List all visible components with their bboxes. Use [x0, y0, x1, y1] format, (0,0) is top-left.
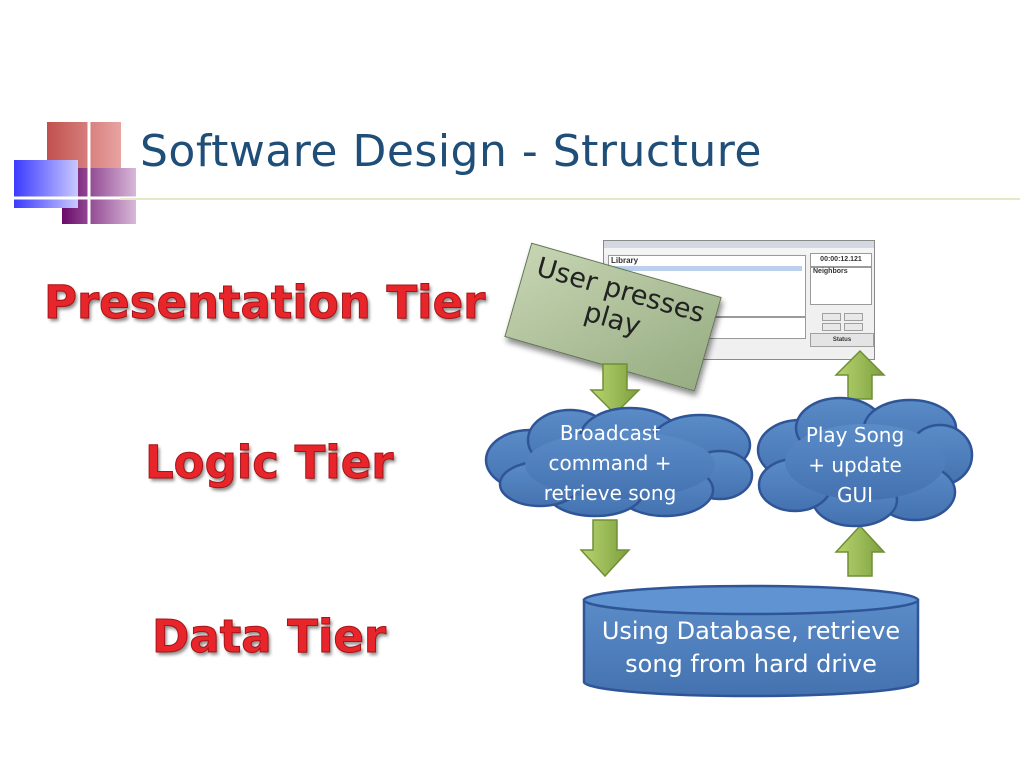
broadcast-line-2: command + [548, 451, 672, 475]
screenshot-neighbors-pane: Neighbors [810, 267, 872, 305]
screenshot-button [822, 323, 841, 331]
down-arrow-to-logic [589, 363, 641, 416]
database-text: Using Database, retrieve song from hard … [586, 615, 916, 681]
screenshot-status-box: Status [810, 333, 874, 347]
screenshot-button [822, 313, 841, 321]
down-arrow-to-data [579, 519, 631, 578]
database-line-2: song from hard drive [625, 650, 877, 678]
title-divider [120, 198, 1020, 200]
data-tier-label: Data Tier [151, 610, 387, 664]
play-line-3: GUI [836, 483, 874, 507]
broadcast-line-1: Broadcast [559, 421, 661, 445]
screenshot-time-readout: 00:00:12.121 [810, 253, 872, 267]
play-line-2: + update [808, 453, 902, 477]
screenshot-titlebar [604, 241, 874, 248]
up-arrow-to-gui [834, 349, 886, 400]
screenshot-button [844, 323, 863, 331]
play-song-cloud [756, 396, 974, 528]
screenshot-neighbors-label: Neighbors [813, 268, 848, 275]
decor-blue-square [14, 160, 78, 208]
broadcast-line-3: retrieve song [543, 481, 677, 505]
logic-tier-label: Logic Tier [144, 436, 394, 490]
page-title: Software Design - Structure [140, 126, 762, 177]
play-line-1: Play Song [805, 423, 905, 447]
screenshot-controls [810, 307, 872, 341]
up-arrow-from-data [834, 524, 886, 577]
screenshot-library-label: Library [611, 256, 639, 265]
screenshot-menubar [604, 248, 874, 254]
screenshot-selected-row [610, 266, 802, 271]
database-cylinder [582, 584, 920, 698]
database-line-1: Using Database, retrieve [601, 617, 901, 645]
broadcast-cloud-text: Broadcast command + retrieve song [520, 418, 700, 508]
play-song-cloud-text: Play Song + update GUI [780, 420, 930, 510]
screenshot-button [844, 313, 863, 321]
broadcast-cloud [484, 406, 754, 518]
presentation-tier-label: Presentation Tier [43, 276, 486, 330]
